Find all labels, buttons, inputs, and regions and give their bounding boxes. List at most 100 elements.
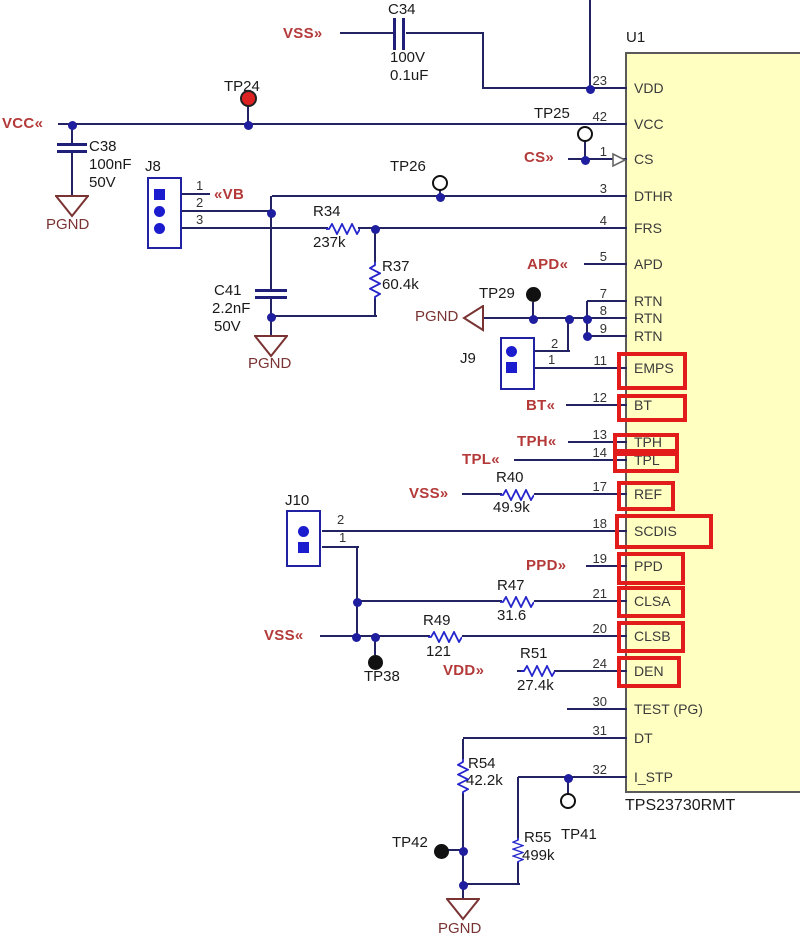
wire xyxy=(322,546,359,548)
testpoint-tp41 xyxy=(560,793,576,809)
chip-pin-name: RTN xyxy=(634,310,663,326)
resistor-zigzag xyxy=(369,262,381,299)
testpoint-tp25 xyxy=(577,126,593,142)
wire xyxy=(586,565,627,567)
chip-pin-number: 7 xyxy=(599,286,607,301)
junction-dot xyxy=(565,315,574,324)
pin-highlight-box xyxy=(613,433,679,453)
junction-dot xyxy=(436,193,445,202)
j10-pin1-square xyxy=(298,542,309,553)
chip-pin-number: 23 xyxy=(592,73,607,88)
chip-pin-number: 20 xyxy=(592,621,607,636)
wire xyxy=(462,739,464,759)
chip-pin-name: PPD xyxy=(634,558,663,574)
junction-dot xyxy=(583,332,592,341)
net-label-vdd: VDD» xyxy=(443,662,485,679)
wire xyxy=(532,302,534,320)
c34-value: 100V xyxy=(390,49,426,66)
chip-pin-name: REF xyxy=(634,486,662,502)
pin-highlight-box xyxy=(617,481,675,511)
pin-highlight-box xyxy=(617,586,685,618)
wire xyxy=(567,320,569,352)
wire xyxy=(71,125,73,145)
wire xyxy=(406,32,484,34)
wire xyxy=(374,229,376,262)
chip-pin-name: DT xyxy=(634,730,653,746)
r37-ref: R37 xyxy=(382,258,410,275)
junction-dot xyxy=(371,633,380,642)
wire xyxy=(584,263,627,265)
wire xyxy=(462,493,502,495)
chip-pin-number: 21 xyxy=(592,586,607,601)
junction-dot xyxy=(353,598,362,607)
pin-highlight-box xyxy=(617,621,685,653)
chip-pin-name: DEN xyxy=(634,663,664,679)
r34-value: 237k xyxy=(313,234,346,251)
wire xyxy=(483,87,627,89)
chip-pin-number: 4 xyxy=(599,213,607,228)
junction-dot xyxy=(564,774,573,783)
wire xyxy=(587,335,627,337)
pin-highlight-box xyxy=(617,656,681,688)
chip-pin-name: BT xyxy=(634,397,652,413)
c34-ref: C34 xyxy=(388,1,416,18)
net-label-vcc: VCC« xyxy=(2,115,44,132)
r40-ref: R40 xyxy=(496,469,524,486)
net-label-vss: VSS» xyxy=(409,485,449,502)
wire xyxy=(182,193,210,195)
pin-highlight-box xyxy=(617,552,685,585)
tp26-label: TP26 xyxy=(390,158,426,175)
wire xyxy=(71,151,73,196)
net-label-cs: CS» xyxy=(524,149,555,166)
j9-pin1-square xyxy=(506,362,517,373)
resistor-zigzag xyxy=(457,759,469,794)
c34-plate xyxy=(393,18,396,50)
chip-pin-number: 3 xyxy=(599,181,607,196)
c34-value: 0.1uF xyxy=(390,67,429,84)
chip-pin-name: DTHR xyxy=(634,188,673,204)
c34-plate xyxy=(402,18,405,50)
r54-ref: R54 xyxy=(468,755,496,772)
j8-pin1-square xyxy=(154,189,165,200)
resistor-zigzag xyxy=(500,596,534,608)
pgnd-ground-icon xyxy=(446,898,480,921)
r34-ref: R34 xyxy=(313,203,341,220)
chip-pin-name: SCDIS xyxy=(634,523,677,539)
resistor-zigzag xyxy=(512,838,524,863)
chip-pin-name: TPL xyxy=(634,452,660,468)
pgnd-ground-icon xyxy=(254,335,288,358)
junction-dot xyxy=(352,633,361,642)
chip-pin-name: I_STP xyxy=(634,769,673,785)
chip-pin-number: 19 xyxy=(592,551,607,566)
r55-value: 499k xyxy=(522,847,555,864)
wire xyxy=(534,600,627,602)
wire xyxy=(567,778,569,794)
c38-value: 50V xyxy=(89,174,116,191)
wire xyxy=(589,0,591,89)
pgnd-ground-icon xyxy=(55,195,89,218)
chip-pin-number: 8 xyxy=(599,303,607,318)
wire xyxy=(517,862,519,885)
chip-pin-name: RTN xyxy=(634,293,663,309)
c38-plate xyxy=(57,150,87,153)
wire xyxy=(462,793,464,852)
wire xyxy=(483,317,627,319)
chip-pin-number: 17 xyxy=(592,479,607,494)
j8-pin-number: 2 xyxy=(196,195,204,210)
chip-pin-name: CLSB xyxy=(634,628,671,644)
net-label-bt: BT« xyxy=(526,397,556,414)
wire xyxy=(358,227,627,229)
j9-ref: J9 xyxy=(460,350,476,367)
j10-ref: J10 xyxy=(285,492,310,509)
junction-dot xyxy=(529,315,538,324)
j8-ref: J8 xyxy=(145,158,161,175)
chip-pin-number: 11 xyxy=(593,353,608,368)
wire xyxy=(448,849,465,851)
net-label-vss: VSS« xyxy=(264,627,304,644)
junction-dot xyxy=(583,315,592,324)
r37-value: 60.4k xyxy=(382,276,419,293)
r55-ref: R55 xyxy=(524,829,552,846)
wire xyxy=(374,637,376,655)
j8-pin2-circle xyxy=(154,206,165,217)
